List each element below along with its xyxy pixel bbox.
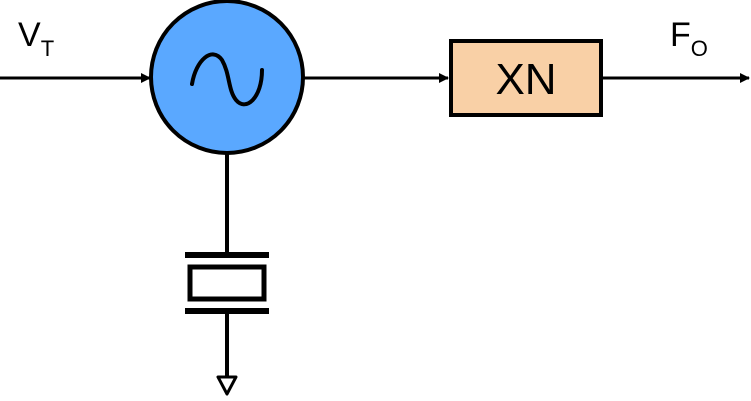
output-label-main: F — [670, 16, 691, 54]
input-label-subscript: T — [41, 36, 54, 61]
multiplier-block — [449, 39, 603, 117]
output-label-subscript: O — [691, 36, 708, 61]
output-label: FO — [670, 16, 708, 61]
sine-wave-icon — [190, 52, 264, 107]
input-label: VT — [18, 16, 54, 61]
crystal-body — [187, 264, 267, 302]
input-label-main: V — [18, 16, 41, 54]
ground-icon — [216, 375, 238, 396]
multiplier-label: XN — [495, 55, 556, 104]
crystal-resonator-icon — [185, 252, 269, 314]
